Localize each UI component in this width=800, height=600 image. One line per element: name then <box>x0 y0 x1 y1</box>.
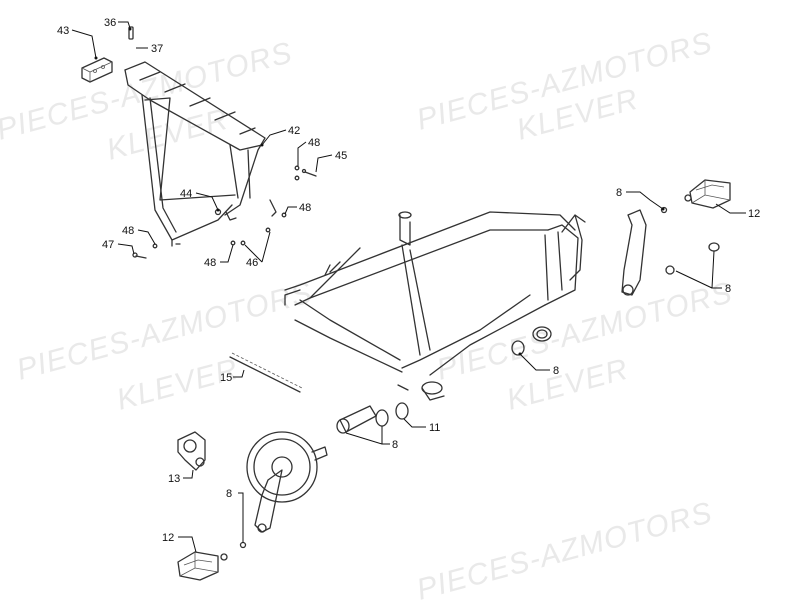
callout-8: 8 <box>616 187 622 199</box>
callout-15: 15 <box>220 372 232 384</box>
leader-lines <box>71 21 746 553</box>
derailleur-part-13 <box>177 431 206 471</box>
main-frame <box>284 211 586 401</box>
pedal-part-12-right <box>684 179 731 209</box>
callout-48: 48 <box>122 225 134 237</box>
ring-part-11 <box>395 384 409 420</box>
callout-8: 8 <box>553 365 559 377</box>
washer-part-48c <box>230 240 236 246</box>
axle-part-8 <box>336 405 389 434</box>
bearings-part-8-right <box>665 242 720 275</box>
callout-47: 47 <box>102 239 114 251</box>
clamp-block-part-43 <box>81 57 113 83</box>
small-hardware <box>132 165 317 259</box>
callout-8: 8 <box>226 488 232 500</box>
callout-48: 48 <box>308 137 320 149</box>
watermark-text: PIECES-AZMOTORS <box>413 496 716 600</box>
callout-45: 45 <box>335 150 347 162</box>
chain-part-15 <box>229 352 303 393</box>
chainring-crankset <box>239 431 328 549</box>
crank-arm-part-8-right <box>621 206 668 296</box>
callout-48: 48 <box>299 202 311 214</box>
washer-part-48b <box>281 212 287 218</box>
callout-12: 12 <box>162 532 174 544</box>
pedal-part-12-left <box>177 551 228 581</box>
screw-part-45 <box>301 168 317 177</box>
callout-48: 48 <box>204 257 216 269</box>
washer-part-48d <box>152 243 158 249</box>
callout-8: 8 <box>725 283 731 295</box>
callout-42: 42 <box>288 125 300 137</box>
callout-8: 8 <box>392 439 398 451</box>
pin-part-36 <box>128 26 134 40</box>
callout-46: 46 <box>246 257 258 269</box>
callout-11: 11 <box>429 422 440 434</box>
washer-part-48a <box>294 165 300 181</box>
callout-44: 44 <box>180 188 192 200</box>
bolt-part-47 <box>132 252 147 259</box>
callout-12: 12 <box>748 208 760 220</box>
watermarks: PIECES-AZMOTORS KLEVER PIECES-AZMOTORS K… <box>0 26 736 600</box>
callout-36: 36 <box>104 17 116 29</box>
callout-labels: 36 37 43 42 48 45 44 48 48 47 46 48 8 12… <box>57 17 760 544</box>
callout-13: 13 <box>168 473 180 485</box>
callout-43: 43 <box>57 25 69 37</box>
washers-part-46 <box>240 227 271 246</box>
callout-37: 37 <box>151 43 163 55</box>
bottom-bracket-cup-part-8 <box>511 326 552 356</box>
watermark-text: KLEVER <box>113 353 242 417</box>
